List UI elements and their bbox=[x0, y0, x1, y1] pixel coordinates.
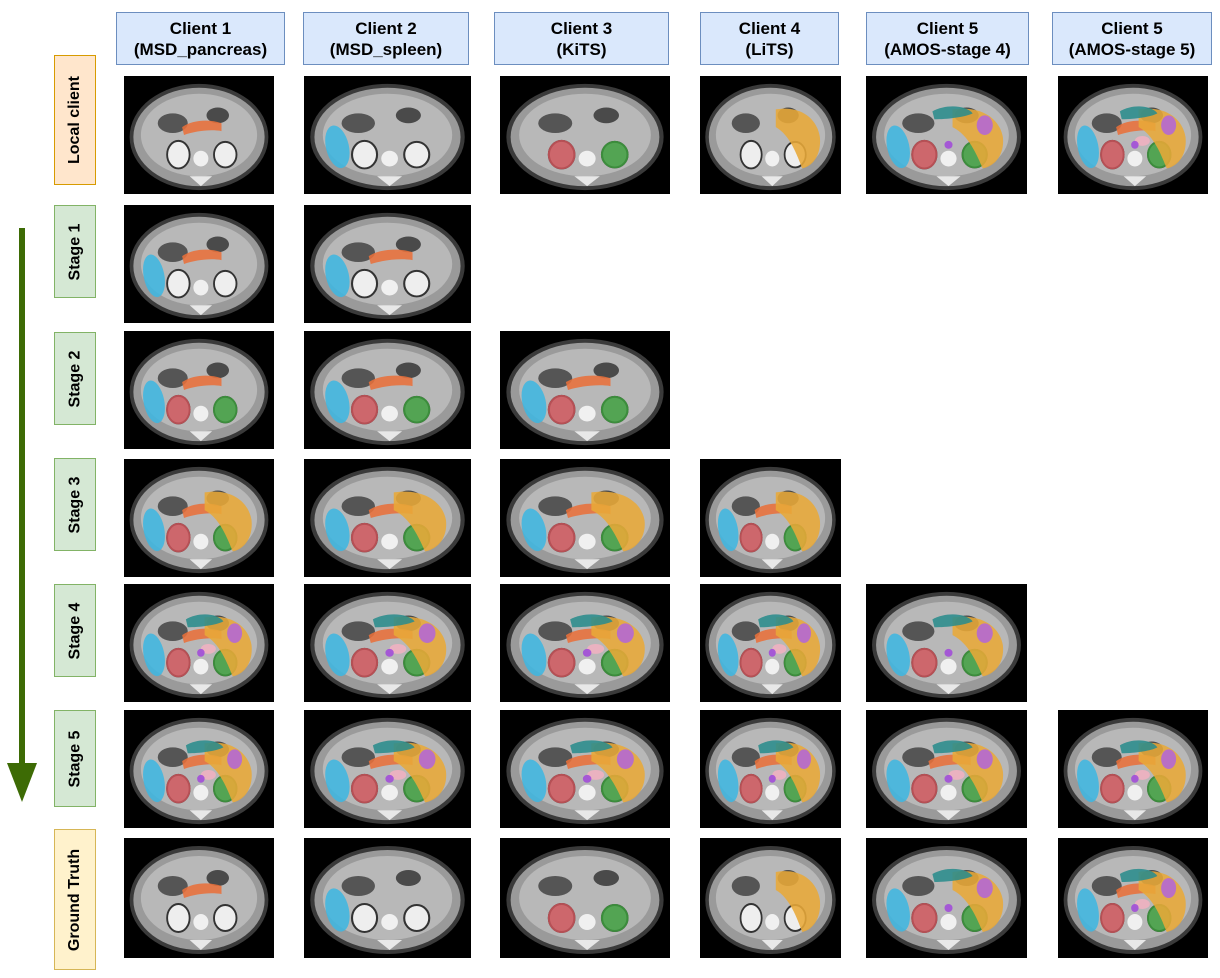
ct-slice-r3-c1 bbox=[304, 459, 471, 577]
row-label-stage-4: Stage 4 bbox=[54, 584, 96, 677]
ct-slice-r5-c1 bbox=[304, 710, 471, 828]
ct-slice-r6-c4 bbox=[866, 838, 1027, 958]
ct-slice-r0-c0 bbox=[124, 76, 274, 194]
row-label-stage-1: Stage 1 bbox=[54, 205, 96, 298]
ct-slice-r2-c1 bbox=[304, 331, 471, 449]
ct-slice-r0-c2 bbox=[500, 76, 670, 194]
ct-slice-r6-c5 bbox=[1058, 838, 1208, 958]
ct-slice-r0-c1 bbox=[304, 76, 471, 194]
ct-slice-r6-c0 bbox=[124, 838, 274, 958]
ct-slice-r4-c0 bbox=[124, 584, 274, 702]
stage-progress-arrow bbox=[7, 228, 37, 802]
column-header-client-5-stage5: Client 5 (AMOS-stage 5) bbox=[1052, 12, 1212, 65]
ct-slice-r5-c3 bbox=[700, 710, 841, 828]
row-label-stage-2: Stage 2 bbox=[54, 332, 96, 425]
ct-slice-r0-c4 bbox=[866, 76, 1027, 194]
row-label-stage-5: Stage 5 bbox=[54, 710, 96, 807]
ct-slice-r1-c0 bbox=[124, 205, 274, 323]
ct-slice-r0-c5 bbox=[1058, 76, 1208, 194]
column-header-client-5-stage4: Client 5 (AMOS-stage 4) bbox=[866, 12, 1029, 65]
column-header-client-3: Client 3 (KiTS) bbox=[494, 12, 669, 65]
column-header-client-2: Client 2 (MSD_spleen) bbox=[303, 12, 469, 65]
ct-slice-r3-c0 bbox=[124, 459, 274, 577]
row-label-ground-truth: Ground Truth bbox=[54, 829, 96, 970]
ct-slice-r3-c3 bbox=[700, 459, 841, 577]
ct-slice-r1-c1 bbox=[304, 205, 471, 323]
ct-slice-r3-c2 bbox=[500, 459, 670, 577]
ct-slice-r6-c2 bbox=[500, 838, 670, 958]
row-label-stage-3: Stage 3 bbox=[54, 458, 96, 551]
ct-slice-r0-c3 bbox=[700, 76, 841, 194]
column-header-client-4: Client 4 (LiTS) bbox=[700, 12, 839, 65]
ct-slice-r5-c4 bbox=[866, 710, 1027, 828]
ct-slice-r5-c5 bbox=[1058, 710, 1208, 828]
column-header-client-1: Client 1 (MSD_pancreas) bbox=[116, 12, 285, 65]
ct-slice-r5-c2 bbox=[500, 710, 670, 828]
ct-slice-r4-c2 bbox=[500, 584, 670, 702]
ct-slice-r2-c2 bbox=[500, 331, 670, 449]
ct-slice-r2-c0 bbox=[124, 331, 274, 449]
ct-slice-r4-c3 bbox=[700, 584, 841, 702]
ct-slice-r6-c3 bbox=[700, 838, 841, 958]
ct-slice-r6-c1 bbox=[304, 838, 471, 958]
ct-slice-r4-c1 bbox=[304, 584, 471, 702]
ct-slice-r5-c0 bbox=[124, 710, 274, 828]
ct-slice-r4-c4 bbox=[866, 584, 1027, 702]
row-label-local-client: Local client bbox=[54, 55, 96, 185]
